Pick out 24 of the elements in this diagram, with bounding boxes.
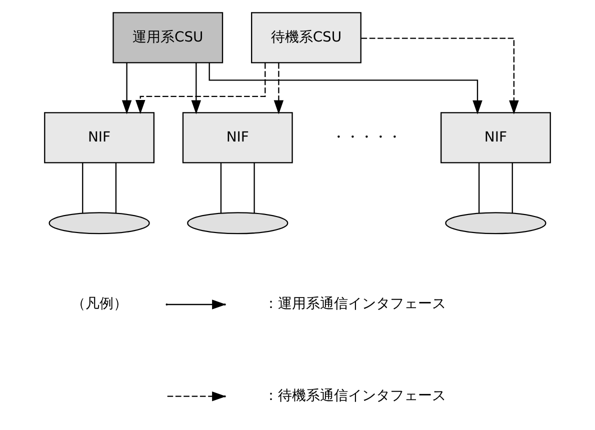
arrow — [274, 62, 284, 114]
label: ・・・・・ — [332, 129, 402, 146]
node-ellipse — [48, 212, 150, 234]
node-ellipse — [445, 212, 546, 234]
arrow — [361, 38, 519, 114]
node-box: NIF — [44, 112, 155, 164]
node-ellipse — [187, 212, 288, 234]
connector — [115, 162, 117, 213]
node-box: NIF — [440, 112, 551, 164]
arrow — [122, 62, 132, 114]
legend-label: ：運用系通信インタフェース — [264, 296, 446, 312]
arrow — [208, 62, 482, 114]
connector — [512, 162, 513, 213]
connector — [478, 162, 480, 213]
legend-label: ：待機系通信インタフェース — [264, 388, 446, 404]
arrow — [135, 62, 266, 114]
label: （凡例） — [71, 296, 128, 312]
node-box: 待機系CSU — [251, 12, 362, 64]
connector — [220, 162, 222, 213]
connector — [82, 162, 84, 213]
node-box: 運用系CSU — [112, 12, 224, 64]
node-box: NIF — [182, 112, 293, 164]
arrow — [191, 62, 202, 114]
connector — [254, 162, 255, 213]
